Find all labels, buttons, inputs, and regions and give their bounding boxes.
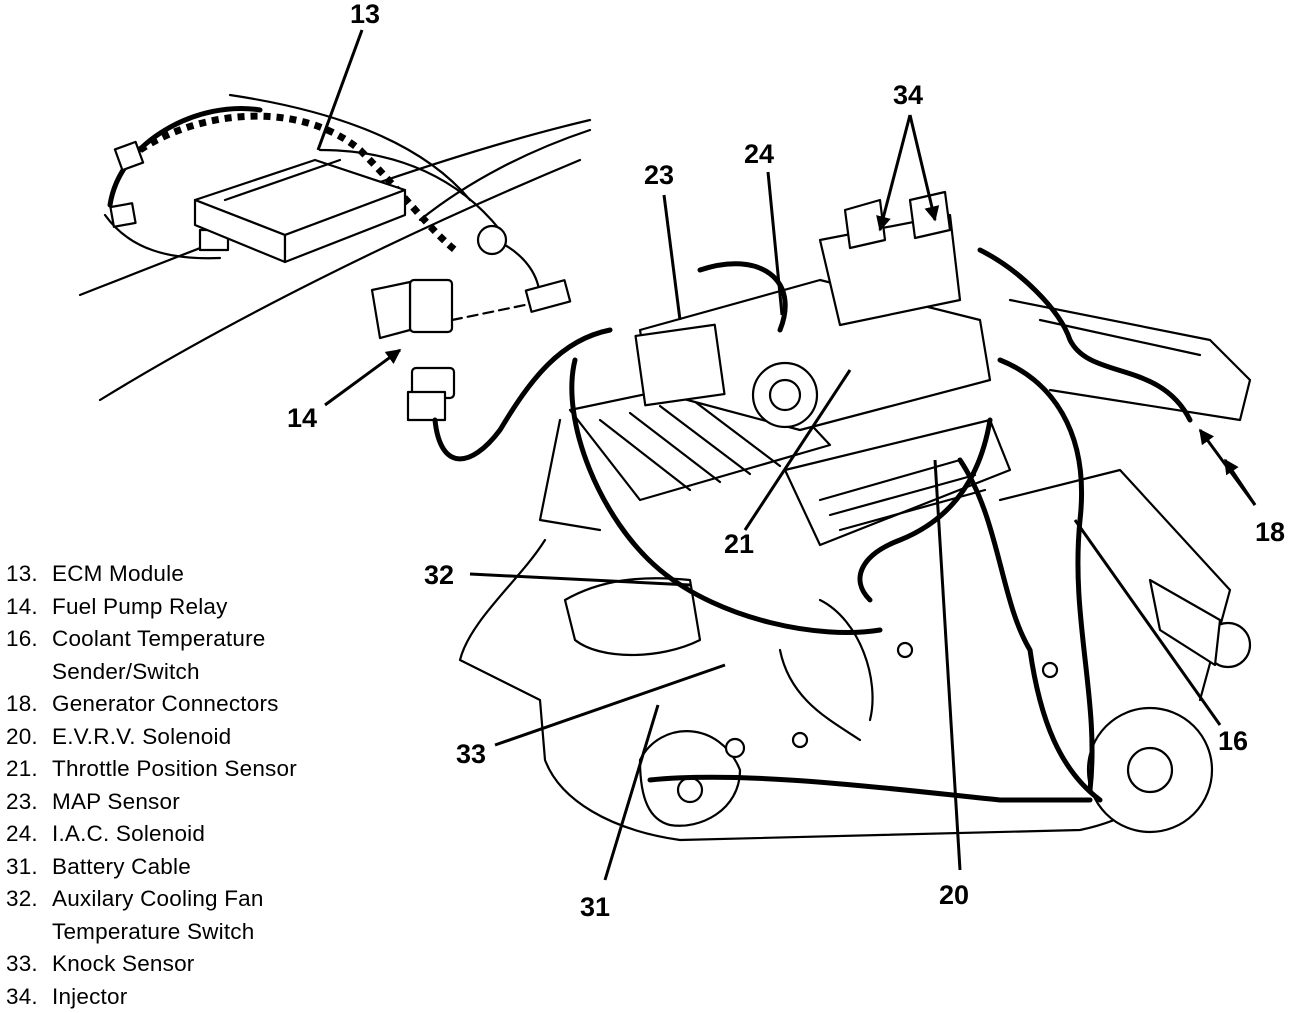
legend-label: ECM Module — [52, 558, 184, 591]
callout-20: 20 — [939, 880, 969, 910]
callout-18: 18 — [1255, 517, 1285, 547]
legend-item: 13.ECM Module — [6, 558, 366, 591]
legend-item: 33.Knock Sensor — [6, 948, 366, 981]
legend-number: 20. — [6, 721, 52, 754]
legend-label: Throttle Position Sensor — [52, 753, 297, 786]
leader-20 — [935, 460, 960, 870]
legend-label: E.V.R.V. Solenoid — [52, 721, 231, 754]
callout-13: 13 — [350, 0, 380, 29]
callout-21: 21 — [724, 529, 754, 559]
legend-number: 18. — [6, 688, 52, 721]
legend-number: 13. — [6, 558, 52, 591]
legend-item: 16.Coolant Temperature Sender/Switch — [6, 623, 366, 688]
legend-number: 34. — [6, 981, 52, 1013]
callout-16: 16 — [1218, 726, 1248, 756]
legend-label: Coolant Temperature Sender/Switch — [52, 623, 266, 688]
legend-label: Fuel Pump Relay — [52, 591, 228, 624]
callout-31: 31 — [580, 892, 610, 922]
ecm-module-illustration — [80, 95, 590, 400]
callout-24: 24 — [744, 139, 774, 169]
legend-item: 20.E.V.R.V. Solenoid — [6, 721, 366, 754]
leader-32 — [470, 574, 690, 585]
leader-14 — [325, 350, 400, 405]
callout-23: 23 — [644, 160, 674, 190]
legend-label: Injector — [52, 981, 127, 1013]
engine-block-illustration — [460, 192, 1250, 840]
legend-item: 18.Generator Connectors — [6, 688, 366, 721]
legend-item: 31.Battery Cable — [6, 851, 366, 884]
callout-34: 34 — [893, 80, 923, 110]
legend-number: 32. — [6, 883, 52, 948]
callout-33: 33 — [456, 739, 486, 769]
leader-18b — [1225, 460, 1255, 505]
legend-item: 23.MAP Sensor — [6, 786, 366, 819]
legend-label: I.A.C. Solenoid — [52, 818, 205, 851]
legend-label: Generator Connectors — [52, 688, 279, 721]
legend-item: 34.Injector — [6, 981, 366, 1013]
legend-number: 23. — [6, 786, 52, 819]
legend-number: 33. — [6, 948, 52, 981]
leader-34a — [880, 115, 910, 230]
legend-item: 32.Auxilary Cooling Fan Temperature Swit… — [6, 883, 366, 948]
legend-item: 14.Fuel Pump Relay — [6, 591, 366, 624]
legend-number: 31. — [6, 851, 52, 884]
leader-23 — [664, 195, 680, 320]
legend-label: Battery Cable — [52, 851, 191, 884]
legend-label: Auxilary Cooling Fan Temperature Switch — [52, 883, 264, 948]
legend-label: MAP Sensor — [52, 786, 180, 819]
callout-14: 14 — [287, 403, 317, 433]
leader-13 — [318, 30, 362, 150]
callout-32: 32 — [424, 560, 454, 590]
legend-number: 14. — [6, 591, 52, 624]
legend-item: 21.Throttle Position Sensor — [6, 753, 366, 786]
legend-number: 16. — [6, 623, 52, 688]
legend-number: 24. — [6, 818, 52, 851]
legend-item: 24.I.A.C. Solenoid — [6, 818, 366, 851]
legend-number: 21. — [6, 753, 52, 786]
legend-label: Knock Sensor — [52, 948, 194, 981]
